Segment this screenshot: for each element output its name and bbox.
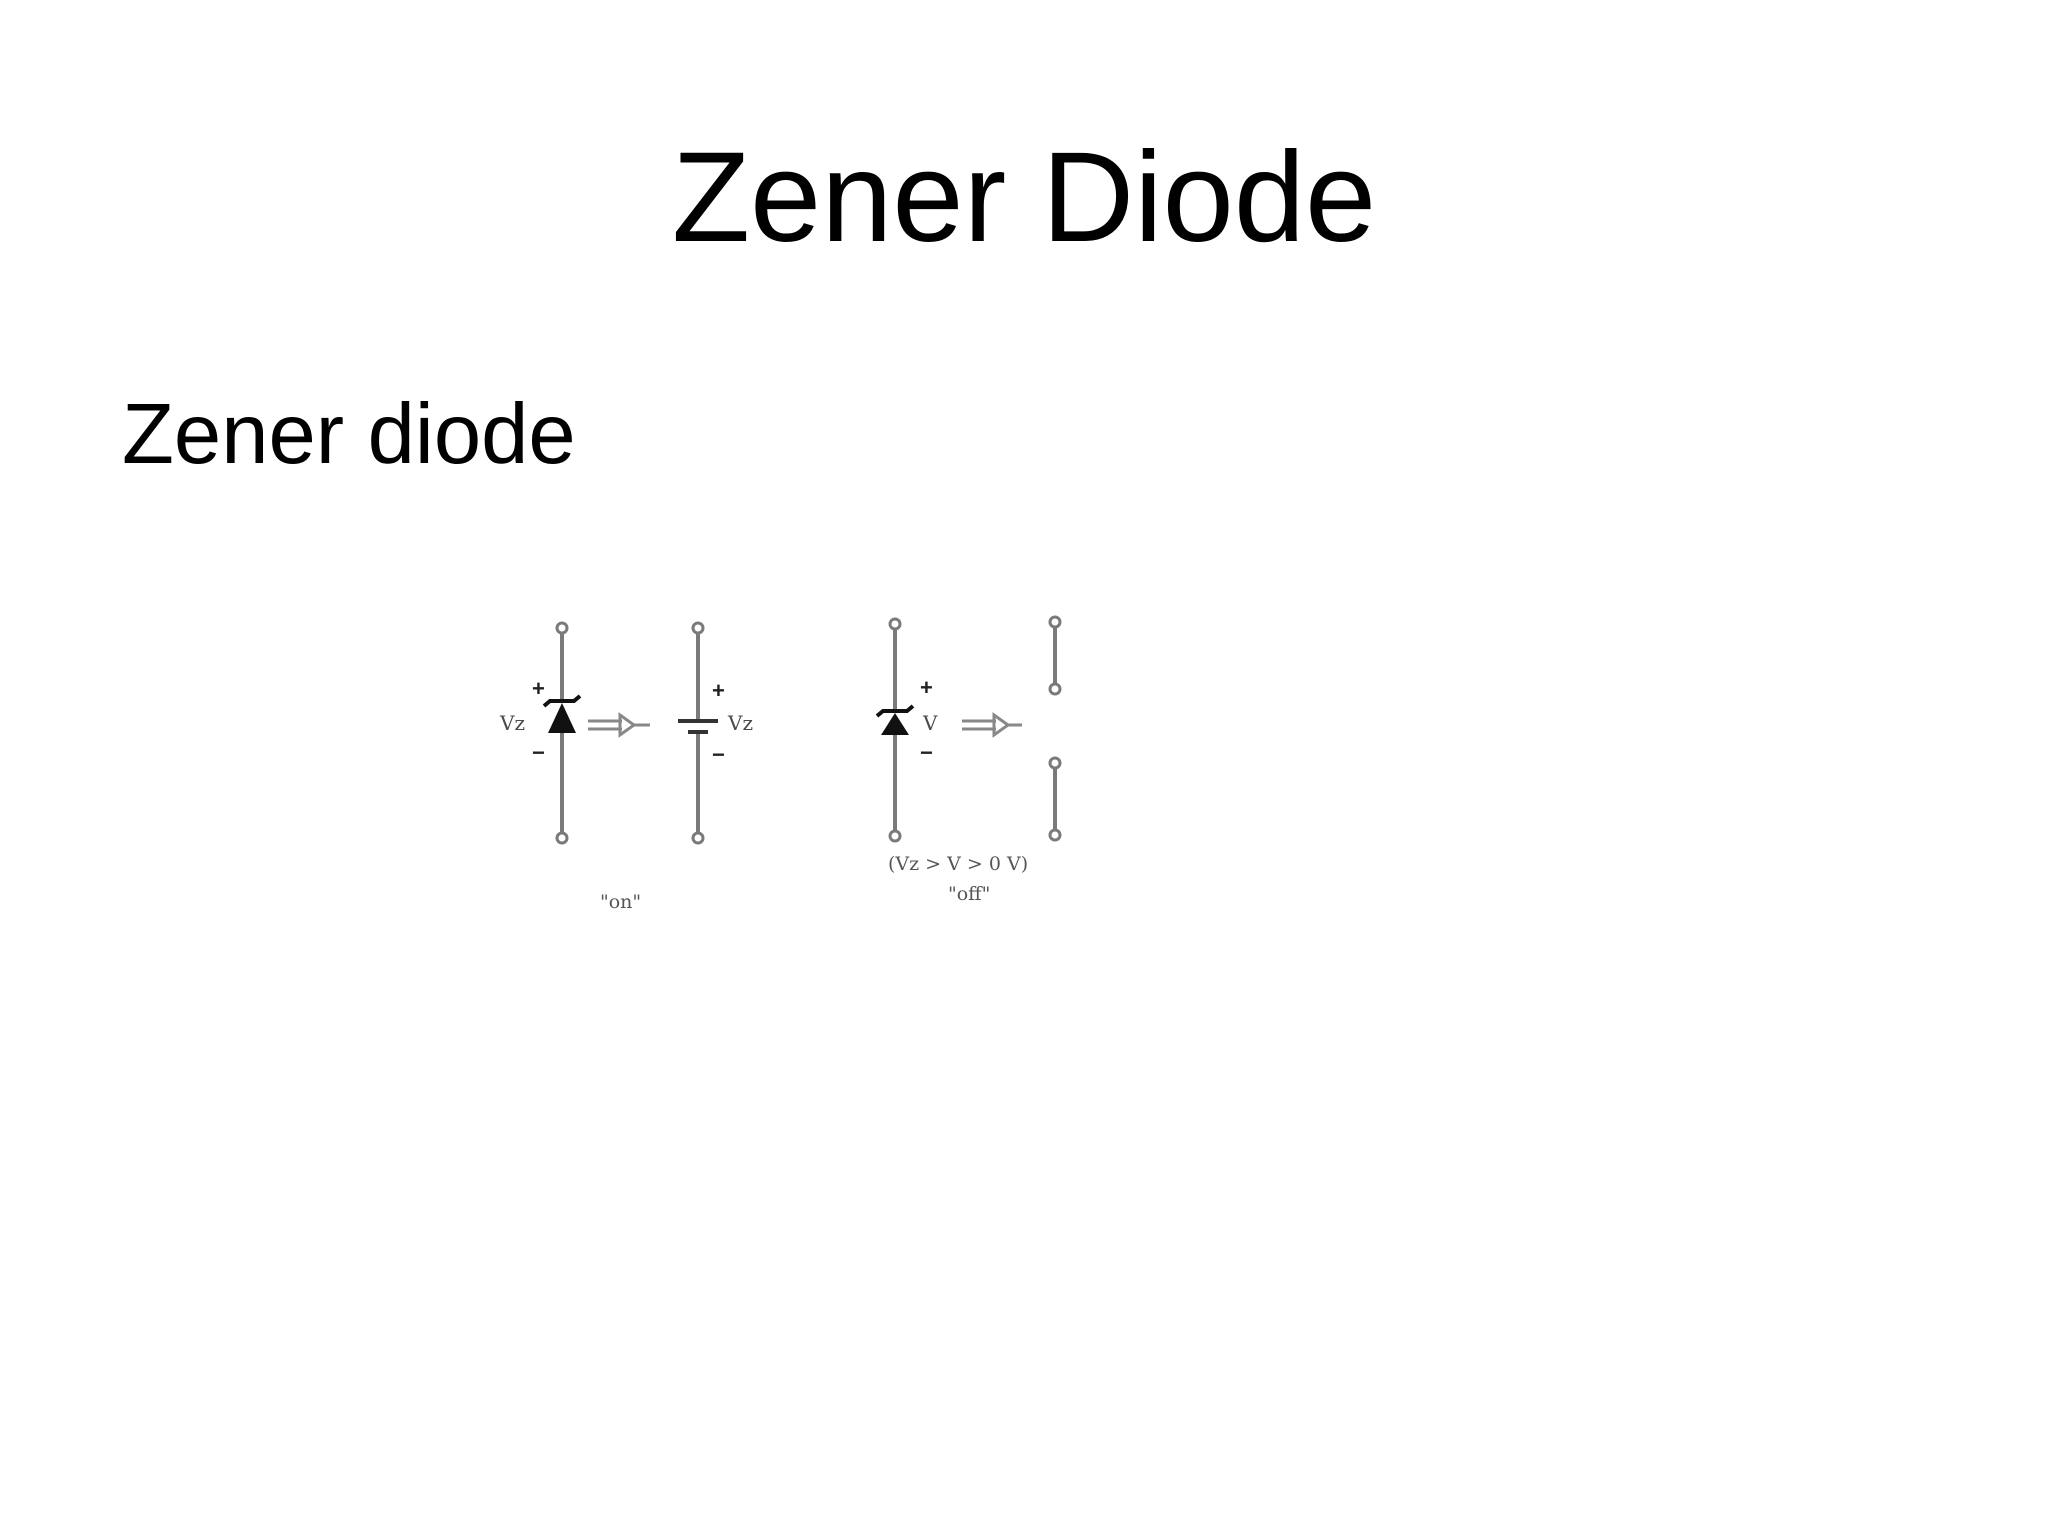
off-plus-sign: + bbox=[920, 675, 933, 700]
on-caption: "on" bbox=[600, 891, 641, 913]
zener-diagram-svg: + Vz − + Vz − "on" bbox=[499, 615, 1062, 913]
terminal-bottom-icon bbox=[555, 831, 569, 845]
equivalent-plus-sign: + bbox=[712, 678, 725, 703]
open-terminal-2-icon bbox=[1048, 682, 1062, 696]
on-minus-sign: − bbox=[532, 740, 545, 765]
on-voltage-label: Vz bbox=[499, 711, 525, 735]
on-arrow-icon bbox=[588, 712, 650, 738]
open-terminal-4-icon bbox=[1048, 828, 1062, 842]
off-zener-triangle-icon bbox=[881, 713, 909, 735]
zener-triangle-icon bbox=[548, 703, 576, 733]
off-voltage-label: V bbox=[922, 711, 938, 735]
zener-diode-diagram: + Vz − + Vz − "on" bbox=[470, 600, 1090, 930]
open-circuit-equivalent bbox=[1048, 615, 1062, 842]
off-minus-sign: − bbox=[920, 740, 933, 765]
battery-terminal-top-icon bbox=[691, 621, 705, 635]
off-terminal-bottom-icon bbox=[888, 829, 902, 843]
body-text: Zener diode bbox=[122, 387, 576, 482]
zener-cathode-bar-icon bbox=[542, 694, 582, 708]
off-state-zener-diode: + V − bbox=[875, 617, 938, 843]
slide-title: Zener Diode bbox=[671, 126, 1377, 269]
equivalent-voltage-label: Vz bbox=[727, 711, 753, 735]
off-terminal-top-icon bbox=[888, 617, 902, 631]
off-arrow-icon bbox=[962, 712, 1022, 738]
open-terminal-1-icon bbox=[1048, 615, 1062, 629]
off-caption: "off" bbox=[948, 883, 990, 905]
off-condition: (Vz > V > 0 V) bbox=[888, 853, 1028, 875]
on-plus-sign: + bbox=[532, 676, 545, 701]
terminal-top-icon bbox=[555, 621, 569, 635]
on-state-zener-diode: + Vz − bbox=[499, 621, 582, 845]
open-terminal-3-icon bbox=[1048, 756, 1062, 770]
on-state-battery-equivalent: + Vz − bbox=[678, 621, 753, 845]
battery-terminal-bottom-icon bbox=[691, 831, 705, 845]
equivalent-minus-sign: − bbox=[712, 742, 725, 767]
off-zener-cathode-bar-icon bbox=[875, 704, 915, 718]
